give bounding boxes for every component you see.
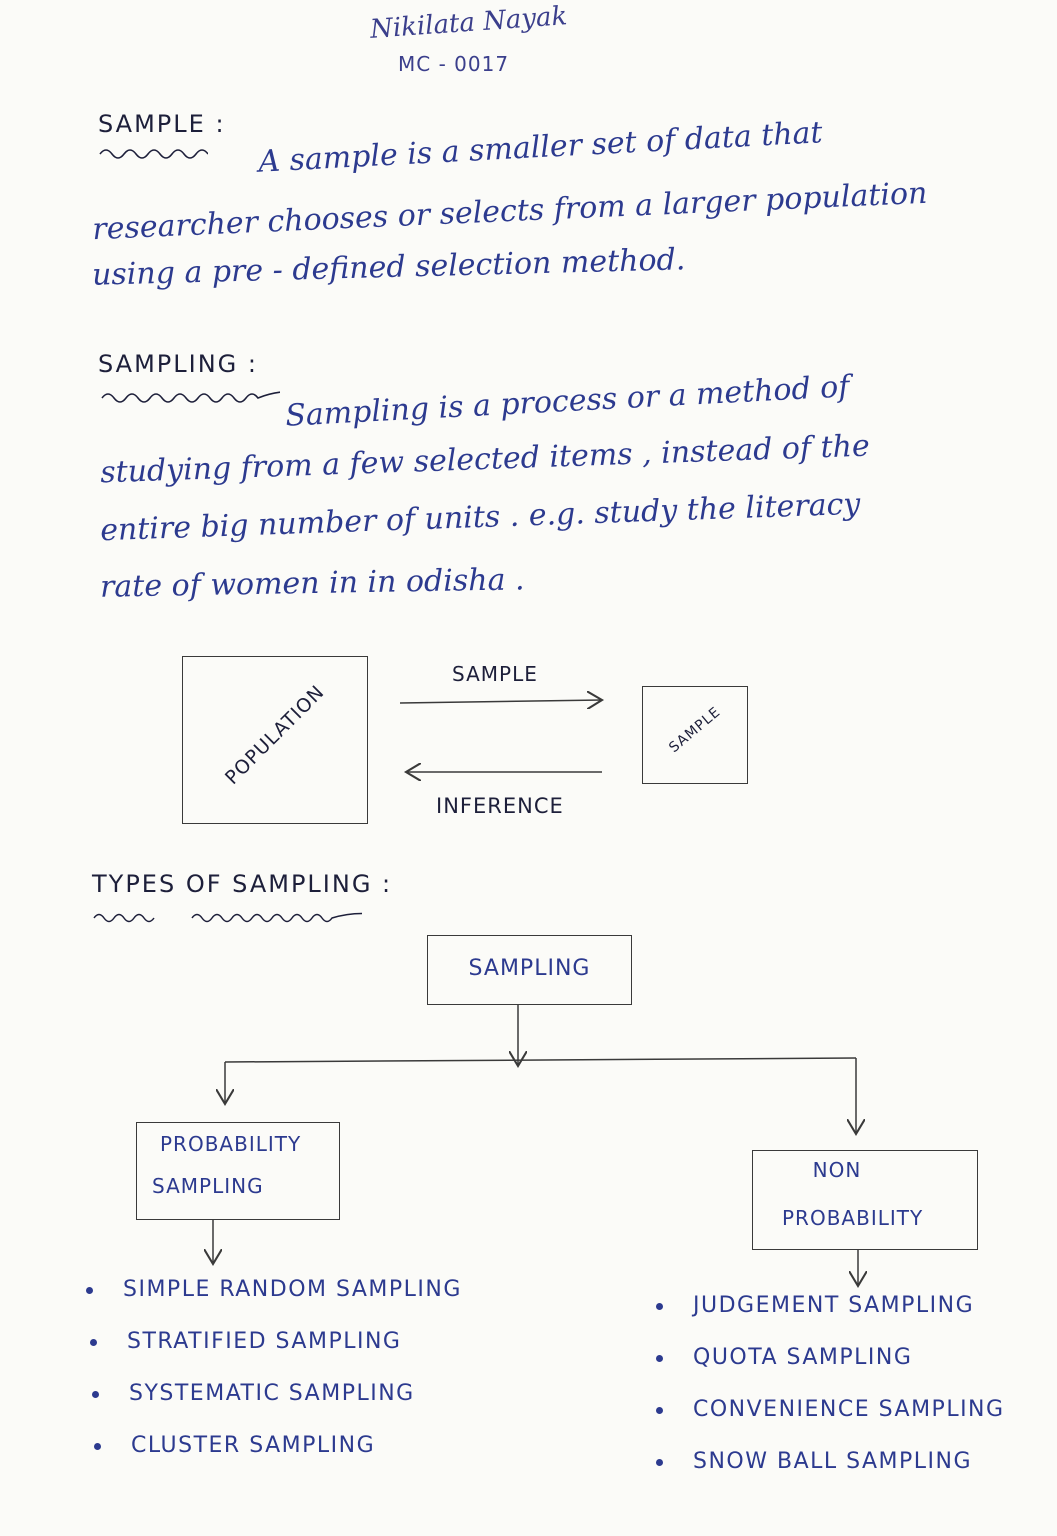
- roll-number: MC - 0017: [398, 52, 510, 76]
- probability-list: SIMPLE RANDOM SAMPLING STRATIFIED SAMPLI…: [86, 1264, 462, 1472]
- sample-line-1: A sample is a smaller set of data that: [257, 115, 824, 180]
- sampling-heading-underline: [101, 391, 280, 403]
- list-item: JUDGEMENT SAMPLING: [656, 1280, 1005, 1332]
- bullet-icon: [86, 1286, 93, 1294]
- list-item: CONVENIENCE SAMPLING: [656, 1384, 1005, 1436]
- sampling-line-2: studying from a few selected items , ins…: [99, 428, 871, 491]
- sampling-line-1: Sampling is a process or a method of: [284, 369, 851, 434]
- non-probability-list: JUDGEMENT SAMPLING QUOTA SAMPLING CONVEN…: [656, 1280, 1005, 1488]
- tree-horizontal-line: [224, 1057, 857, 1063]
- sampling-heading: SAMPLING :: [98, 350, 258, 378]
- bullet-icon: [90, 1338, 97, 1346]
- bullet-icon: [92, 1390, 99, 1398]
- list-item: SNOW BALL SAMPLING: [656, 1436, 1005, 1488]
- probability-box: [136, 1122, 340, 1220]
- bullet-icon: [656, 1354, 663, 1362]
- arrow-sample-label: SAMPLE: [452, 662, 538, 686]
- bullet-icon: [656, 1458, 663, 1466]
- bullet-icon: [656, 1302, 663, 1310]
- list-item: STRATIFIED SAMPLING: [90, 1316, 466, 1368]
- types-heading-underline: [93, 912, 362, 923]
- sample-heading-underline: [99, 149, 208, 159]
- list-item: SYSTEMATIC SAMPLING: [92, 1368, 468, 1420]
- sample-line-2: researcher chooses or selects from a lar…: [91, 175, 929, 248]
- sampling-line-3: entire big number of units . e.g. study …: [99, 486, 861, 549]
- sample-box: [642, 686, 748, 784]
- sample-heading: SAMPLE :: [98, 110, 226, 138]
- arrow-right-icon: [399, 700, 602, 703]
- list-item: QUOTA SAMPLING: [656, 1332, 1005, 1384]
- author-name: Nikilata Nayak: [369, 1, 569, 45]
- list-item: CLUSTER SAMPLING: [94, 1420, 470, 1472]
- probability-label-line1: PROBABILITY: [160, 1132, 302, 1156]
- non-probability-box: [752, 1150, 978, 1250]
- sampling-root-label: SAMPLING: [468, 956, 591, 981]
- types-heading: TYPES OF SAMPLING :: [92, 870, 393, 898]
- population-box: [182, 656, 368, 824]
- sampling-line-4: rate of women in in odisha .: [99, 562, 525, 605]
- list-item: SIMPLE RANDOM SAMPLING: [86, 1264, 462, 1316]
- sampling-root-box: [427, 935, 632, 1005]
- non-probability-label-line2: PROBABILITY: [782, 1206, 924, 1230]
- non-probability-label-line1: NON: [812, 1158, 862, 1182]
- sample-line-3: using a pre - defined selection method.: [91, 242, 686, 293]
- arrow-inference-label: INFERENCE: [436, 794, 564, 818]
- bullet-icon: [94, 1442, 101, 1450]
- bullet-icon: [656, 1406, 663, 1414]
- probability-label-line2: SAMPLING: [152, 1174, 264, 1198]
